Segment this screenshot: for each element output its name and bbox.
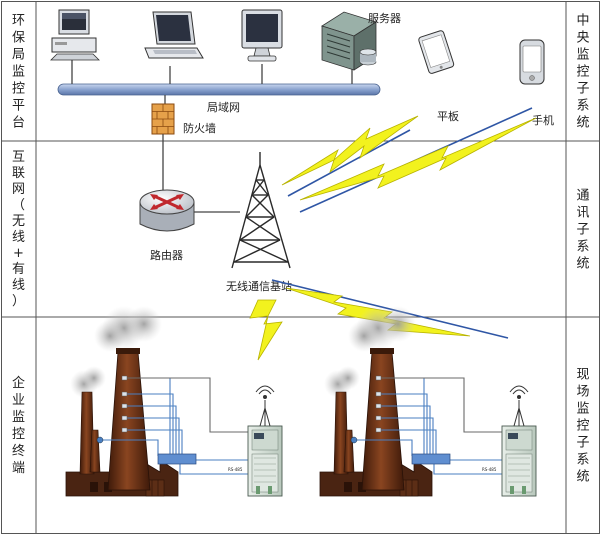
rs485-label: RS-485 xyxy=(228,467,243,472)
row-label-char: 控 xyxy=(576,419,589,434)
phone-label: 手机 xyxy=(532,113,554,127)
row-label-char: 互 xyxy=(12,150,25,165)
sensor-wiring xyxy=(354,377,510,475)
row-label-char: 讯 xyxy=(576,205,589,220)
antenna-icon xyxy=(255,385,275,427)
lan-bus xyxy=(57,58,381,108)
sensor-wiring xyxy=(100,377,256,475)
row-label-char: 统 xyxy=(576,116,589,131)
row-label-char: 系 xyxy=(576,99,589,114)
row-label-char: 端 xyxy=(12,461,25,476)
row-label-char: （ xyxy=(12,198,25,213)
factory-site-2: RS-485 xyxy=(319,306,537,497)
row-label-char: 系 xyxy=(576,239,589,254)
row-label-char: 通 xyxy=(576,188,589,203)
monitor-icon xyxy=(241,9,283,62)
firewall-label: 防火墙 xyxy=(183,121,216,135)
phone-icon xyxy=(519,39,545,85)
lan-label: 局域网 xyxy=(207,101,240,114)
row-label-char: 线 xyxy=(12,230,25,245)
row-label-char: 环 xyxy=(12,14,25,29)
row-label-char: 控 xyxy=(12,427,25,442)
row-label-char: 网 xyxy=(12,182,25,197)
desktop-icon xyxy=(50,9,100,61)
tablet-label: 平板 xyxy=(437,109,459,123)
factory-site-1: RS-485 xyxy=(65,306,283,497)
row-label-char: 业 xyxy=(12,393,25,408)
row-label-char: 中 xyxy=(576,14,589,29)
row-label-char: 控 xyxy=(576,65,589,80)
rs485-label: RS-485 xyxy=(482,467,497,472)
junction-box xyxy=(411,453,451,465)
row-label-char: 场 xyxy=(576,385,589,400)
server-icon xyxy=(321,11,377,71)
row-label-char: 有 xyxy=(12,262,25,277)
row-label-char: 子 xyxy=(576,436,589,451)
row-label-char: 统 xyxy=(576,470,589,485)
server-label: 服务器 xyxy=(368,12,401,25)
row-label-char: ） xyxy=(12,294,25,309)
row-label-char: + xyxy=(13,246,24,261)
row-label-char: 央 xyxy=(576,31,589,46)
row-label-char: 子 xyxy=(576,222,589,237)
row-label-char: 保 xyxy=(12,31,25,46)
laptop-icon xyxy=(144,11,204,59)
row-label-char: 台 xyxy=(12,116,25,131)
router-icon xyxy=(139,189,195,232)
cabinet-icon xyxy=(501,425,537,497)
row-label-char: 控 xyxy=(12,82,25,97)
row-label-char: 线 xyxy=(12,278,25,293)
factory-icon xyxy=(319,348,433,497)
row-label-char: 联 xyxy=(12,166,25,181)
row-label-char: 统 xyxy=(576,256,589,271)
row-label-char: 监 xyxy=(576,48,589,63)
tower-icon xyxy=(231,152,291,269)
router-label: 路由器 xyxy=(150,248,183,262)
row-label-char: 无 xyxy=(12,214,25,229)
row-label-char: 监 xyxy=(576,402,589,417)
row-label-char: 平 xyxy=(12,99,25,114)
row-label-char: 企 xyxy=(12,375,25,391)
smoke-cloud xyxy=(324,306,416,398)
row-label-char: 子 xyxy=(576,82,589,97)
smoke-cloud xyxy=(70,306,162,398)
cabinet-icon xyxy=(247,425,283,497)
row-label-char: 终 xyxy=(12,443,25,459)
row-label-char: 监 xyxy=(12,65,25,80)
wireless-signals xyxy=(271,107,533,339)
row-label-char: 系 xyxy=(576,453,589,468)
base-station-label: 无线通信基站 xyxy=(226,279,292,293)
row-label-char: 局 xyxy=(12,48,25,63)
row-label-char: 监 xyxy=(12,410,25,425)
tablet-icon xyxy=(418,30,455,74)
firewall-icon xyxy=(151,103,175,135)
antenna-icon xyxy=(509,385,529,427)
row-label-char: 现 xyxy=(576,368,589,383)
junction-box xyxy=(157,453,197,465)
